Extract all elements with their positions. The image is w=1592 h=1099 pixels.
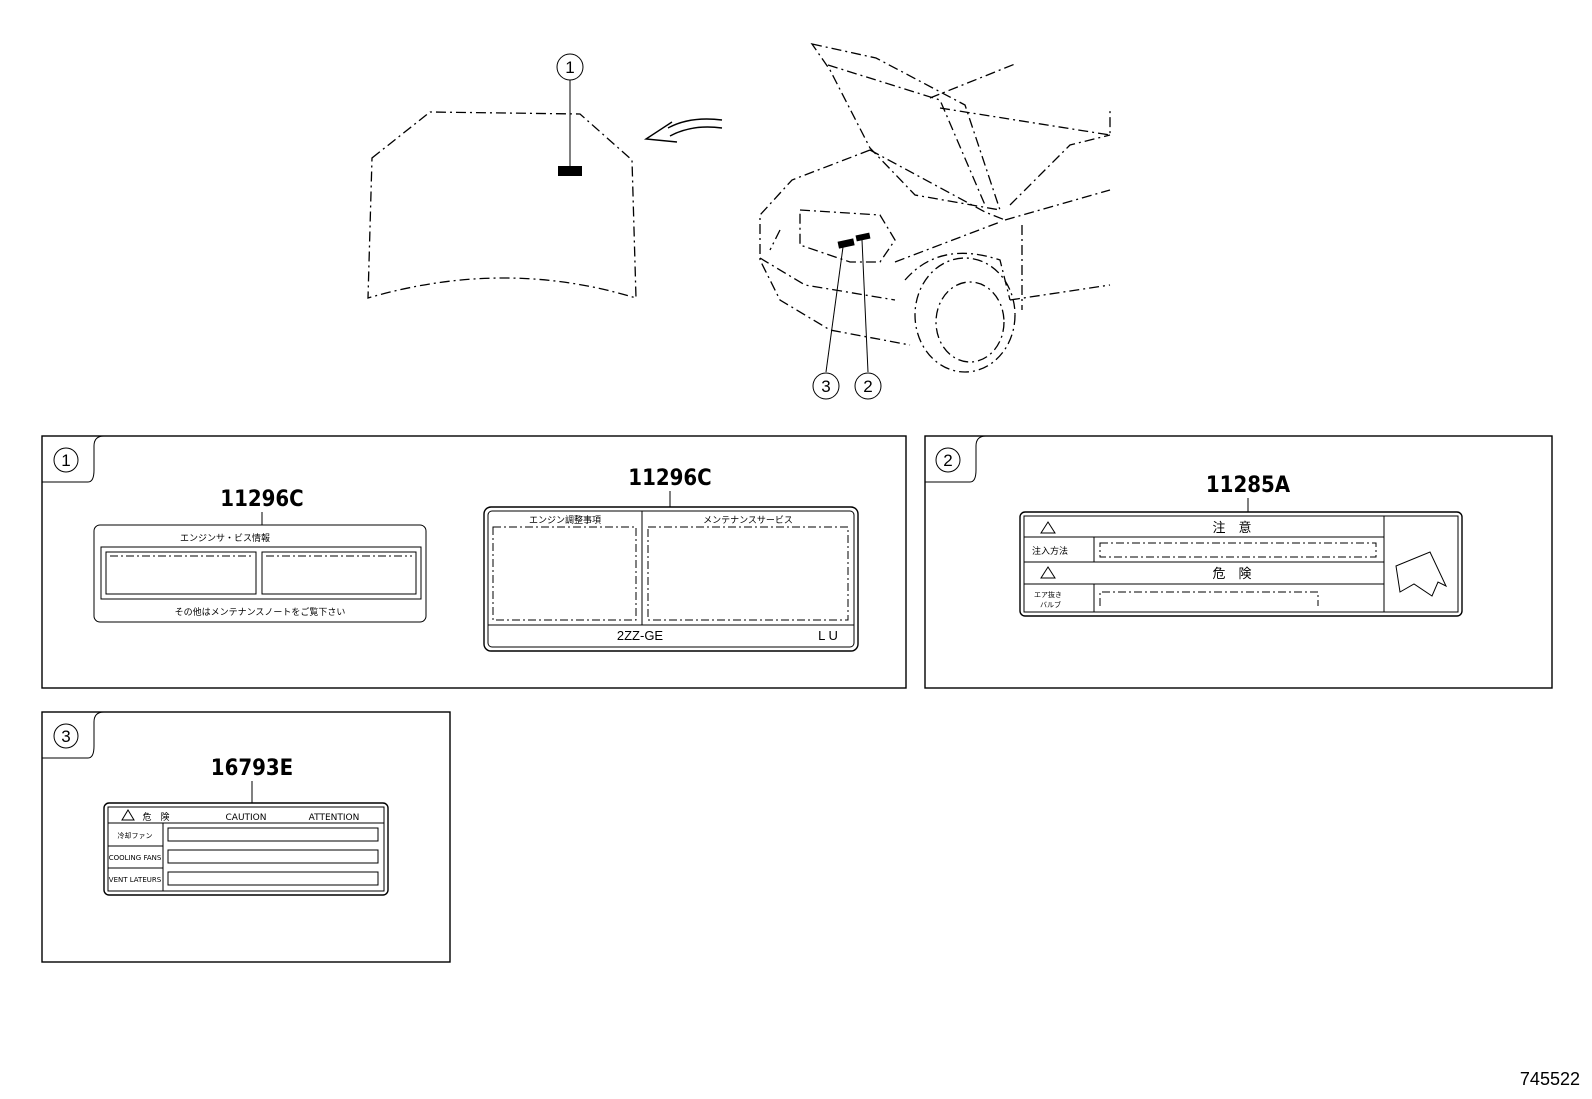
label-16793e-row1: 冷却ファン (118, 831, 153, 840)
label-11285a-part-number: 11285A (1206, 473, 1291, 498)
label-11285a-row4-label-1: エア抜き (1034, 590, 1062, 599)
car-callout-2-circle (854, 372, 882, 400)
panel-1-badge: 1 (61, 451, 70, 470)
car-illustration: 3 2 (759, 43, 1111, 400)
label-b-engine: 2ZZ-GE (617, 628, 664, 643)
car-callout-3-circle (812, 372, 840, 400)
label-11296c-b: 11296C エンジン調整事項 メンテナンスサービス 2ZZ-GE L U (483, 466, 859, 652)
label-16793e-header-fr: ATTENTION (309, 813, 360, 823)
label-16793e-part-number: 16793E (211, 756, 293, 781)
direction-arrow (643, 118, 723, 143)
label-11285a-row2-label: 注入方法 (1032, 545, 1068, 557)
panel-2: 2 11285A 注 意 注入方法 危 険 エア抜き バルブ (924, 435, 1553, 689)
hood-callout-number: 1 (565, 58, 574, 77)
car-label-marker-2 (855, 232, 871, 242)
label-b-header-left: エンジン調整事項 (529, 514, 601, 526)
label-16793e-row2: COOLING FANS (109, 854, 162, 862)
panel-3: 3 16793E 危 険 CAUTION ATTENTION 冷却ファン COO… (41, 711, 451, 963)
panel-1: 1 11296C エンジンサ・ビス情報 その他はメンテナンスノートをご覧下さい … (41, 435, 907, 689)
label-16793e-header-en: CAUTION (226, 813, 267, 823)
hood-callout-circle (556, 53, 584, 81)
label-b-part-number: 11296C (628, 466, 711, 491)
label-11285a-row1-title: 注 意 (1212, 520, 1251, 535)
car-label-marker-3 (837, 238, 855, 249)
label-a-header: エンジンサ・ビス情報 (180, 532, 270, 544)
label-11296c-a: 11296C エンジンサ・ビス情報 その他はメンテナンスノートをご覧下さい (93, 487, 427, 623)
label-16793e-row3: VENT LATEURS (109, 876, 162, 884)
label-b-code: L U (818, 628, 838, 643)
label-11285a-row3-title: 危 険 (1212, 566, 1251, 581)
label-a-part-number: 11296C (220, 487, 303, 512)
car-callout-3-number: 3 (821, 377, 830, 396)
label-11285a-row4-label-2: バルブ (1040, 600, 1061, 609)
hood-illustration: 1 (367, 53, 637, 299)
label-a-footer: その他はメンテナンスノートをご覧下さい (175, 606, 346, 618)
panel-2-badge: 2 (943, 451, 952, 470)
figure-id: 745522 (1520, 1069, 1580, 1089)
panel-3-badge: 3 (61, 727, 70, 746)
hood-label-marker (558, 166, 582, 176)
label-16793e-header-jp: 危 険 (142, 811, 169, 823)
label-b-header-right: メンテナンスサービス (703, 515, 793, 526)
car-callout-2-number: 2 (863, 377, 872, 396)
